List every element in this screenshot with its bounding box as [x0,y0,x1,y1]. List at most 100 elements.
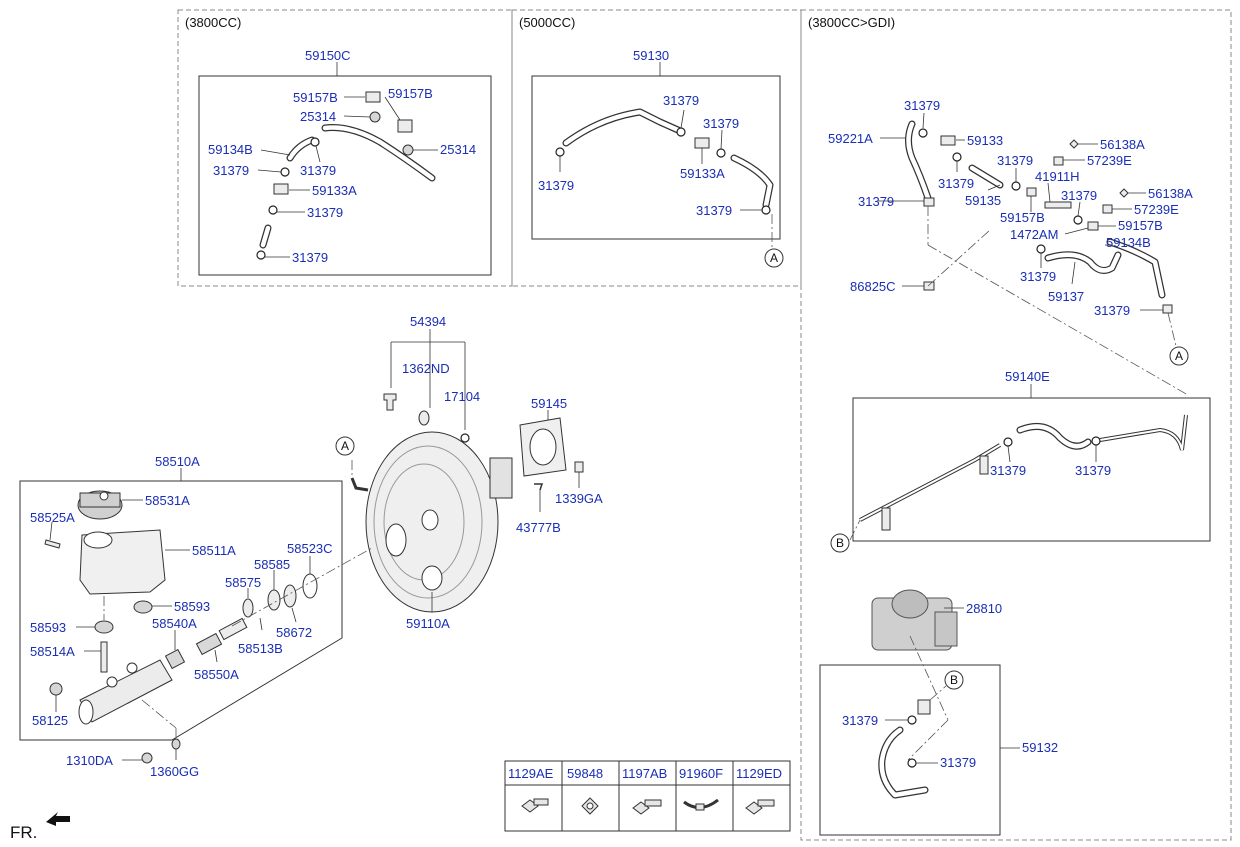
clip-gdi-3 [1011,181,1021,191]
booster-59110a [350,431,513,613]
group-vacuum-pump: 28810 B 31379 31379 59132 [819,589,1058,836]
table-header-5: 1129ED [736,766,782,781]
label-25314-b: 25314 [440,142,476,157]
section-title-5000cc: (5000CC) [519,15,575,30]
label-31379-c6: 31379 [1020,269,1056,284]
label-31379-c7: 31379 [1094,303,1130,318]
ref-marker-b-pipe-label: B [836,536,844,550]
label-31379-c4: 31379 [858,194,894,209]
label-59132: 59132 [1022,740,1058,755]
label-58514a: 58514A [30,644,75,659]
label-43777b: 43777B [516,520,561,535]
fitting-56138a-b [1119,188,1129,198]
group-booster: 54394 1362ND 17104 59110A A 59145 [335,314,603,631]
valve-59133a-a [273,183,289,195]
nut-1339ga [574,461,584,473]
label-1472am: 1472AM [1010,227,1058,242]
fastener-icon-tie [683,798,719,811]
label-58523c: 58523C [287,541,333,556]
washer-1360gg [171,738,181,750]
label-28810: 28810 [966,601,1002,616]
ref-marker-a-gdi [1169,346,1189,366]
ref-marker-b-pipe [830,533,850,553]
pipe-bracket-a [979,455,989,475]
label-31379-c3: 31379 [997,153,1033,168]
ref-marker-a-gdi-label: A [1175,349,1183,363]
bracket-59157b-b [397,119,413,133]
clip-gdi-4 [1073,215,1083,225]
label-59110a: 59110A [406,616,450,631]
table-header-4: 91960F [679,766,723,781]
group-59140e: 59140E 31379 31379 B [830,369,1211,553]
label-59221a: 59221A [828,131,873,146]
label-59157b-a: 59157B [293,90,338,105]
clip-gdi-5 [1036,244,1046,254]
group-5000cc: 59130 31379 31379 31379 59133A 31379 A [531,48,784,268]
label-1362nd: 1362ND [402,361,450,376]
valve-59133 [940,135,956,146]
label-58585: 58585 [254,557,290,572]
label-58540a: 58540A [152,616,197,631]
clip-gdi-2 [952,152,962,162]
clip-5000-b [676,127,686,137]
section-title-gdi: (3800CC>GDI) [808,15,895,30]
section-frames: (3800CC) (5000CC) (3800CC>GDI) [177,9,1232,841]
table-header-2: 59848 [567,766,603,781]
label-1310da: 1310DA [66,753,113,768]
label-58525a: 58525A [30,510,75,525]
ref-marker-a-5000-label: A [770,251,778,265]
oring-17104 [460,433,470,443]
clip-43777b [534,483,544,491]
label-1360gg: 1360GG [150,764,199,779]
label-58531a: 58531A [145,493,190,508]
clip-59140e-a [1003,437,1013,447]
reservoir-cap-58531a [77,490,123,520]
label-58672: 58672 [276,625,312,640]
label-59137: 59137 [1048,289,1084,304]
label-31379-b2: 31379 [663,93,699,108]
label-86825c: 86825C [850,279,896,294]
master-cylinder-body [78,659,173,725]
box-59150c [198,75,492,276]
ref-marker-a-booster-label: A [341,439,349,453]
label-59135: 59135 [965,193,1001,208]
fastener-table: 1129AE 59848 1197AB 91960F 1129ED [504,760,791,832]
label-31379-c2: 31379 [938,176,974,191]
label-58575: 58575 [225,575,261,590]
label-41911h: 41911H [1035,169,1080,184]
label-58593-a: 58593 [30,620,66,635]
seal-58593-b [133,600,153,614]
plug-58125 [49,682,63,696]
seal-58672 [283,584,297,608]
hose-59140e-mid [1016,422,1092,450]
seal-58593-a [94,620,114,634]
label-59157b-d: 59157B [1000,210,1045,225]
fitting-56138a-a [1069,139,1079,149]
vacuum-pump-28810 [871,589,958,651]
pin-58514a [100,641,108,673]
piston-58550a [195,632,223,656]
clip-5000-d [761,205,771,215]
bracket-59157b-d [1026,187,1037,197]
label-59134b-b: 59134B [1106,235,1151,250]
label-58510a: 58510A [155,454,200,469]
grommet-86825c [923,281,935,291]
label-31379-a3: 31379 [307,205,343,220]
washer-58575 [242,598,254,618]
clip-gdi-1 [918,128,928,138]
grommet-25314-a [369,111,381,123]
label-31379-d2: 31379 [1075,463,1111,478]
hose-3800-upper [321,124,436,182]
label-59130: 59130 [633,48,669,63]
box-59130 [531,75,781,240]
label-31379-a1: 31379 [213,163,249,178]
fastener-icon-bolt-2 [632,799,662,815]
box-59132 [819,664,1001,836]
label-59133: 59133 [967,133,1003,148]
fastener-icon-bolt-1 [521,798,549,813]
reservoir-58511a [79,529,166,595]
piston-58540a [164,648,186,670]
front-direction-indicator: FR. [10,812,70,842]
label-58550a: 58550A [194,667,239,682]
label-58513b: 58513B [238,641,283,656]
